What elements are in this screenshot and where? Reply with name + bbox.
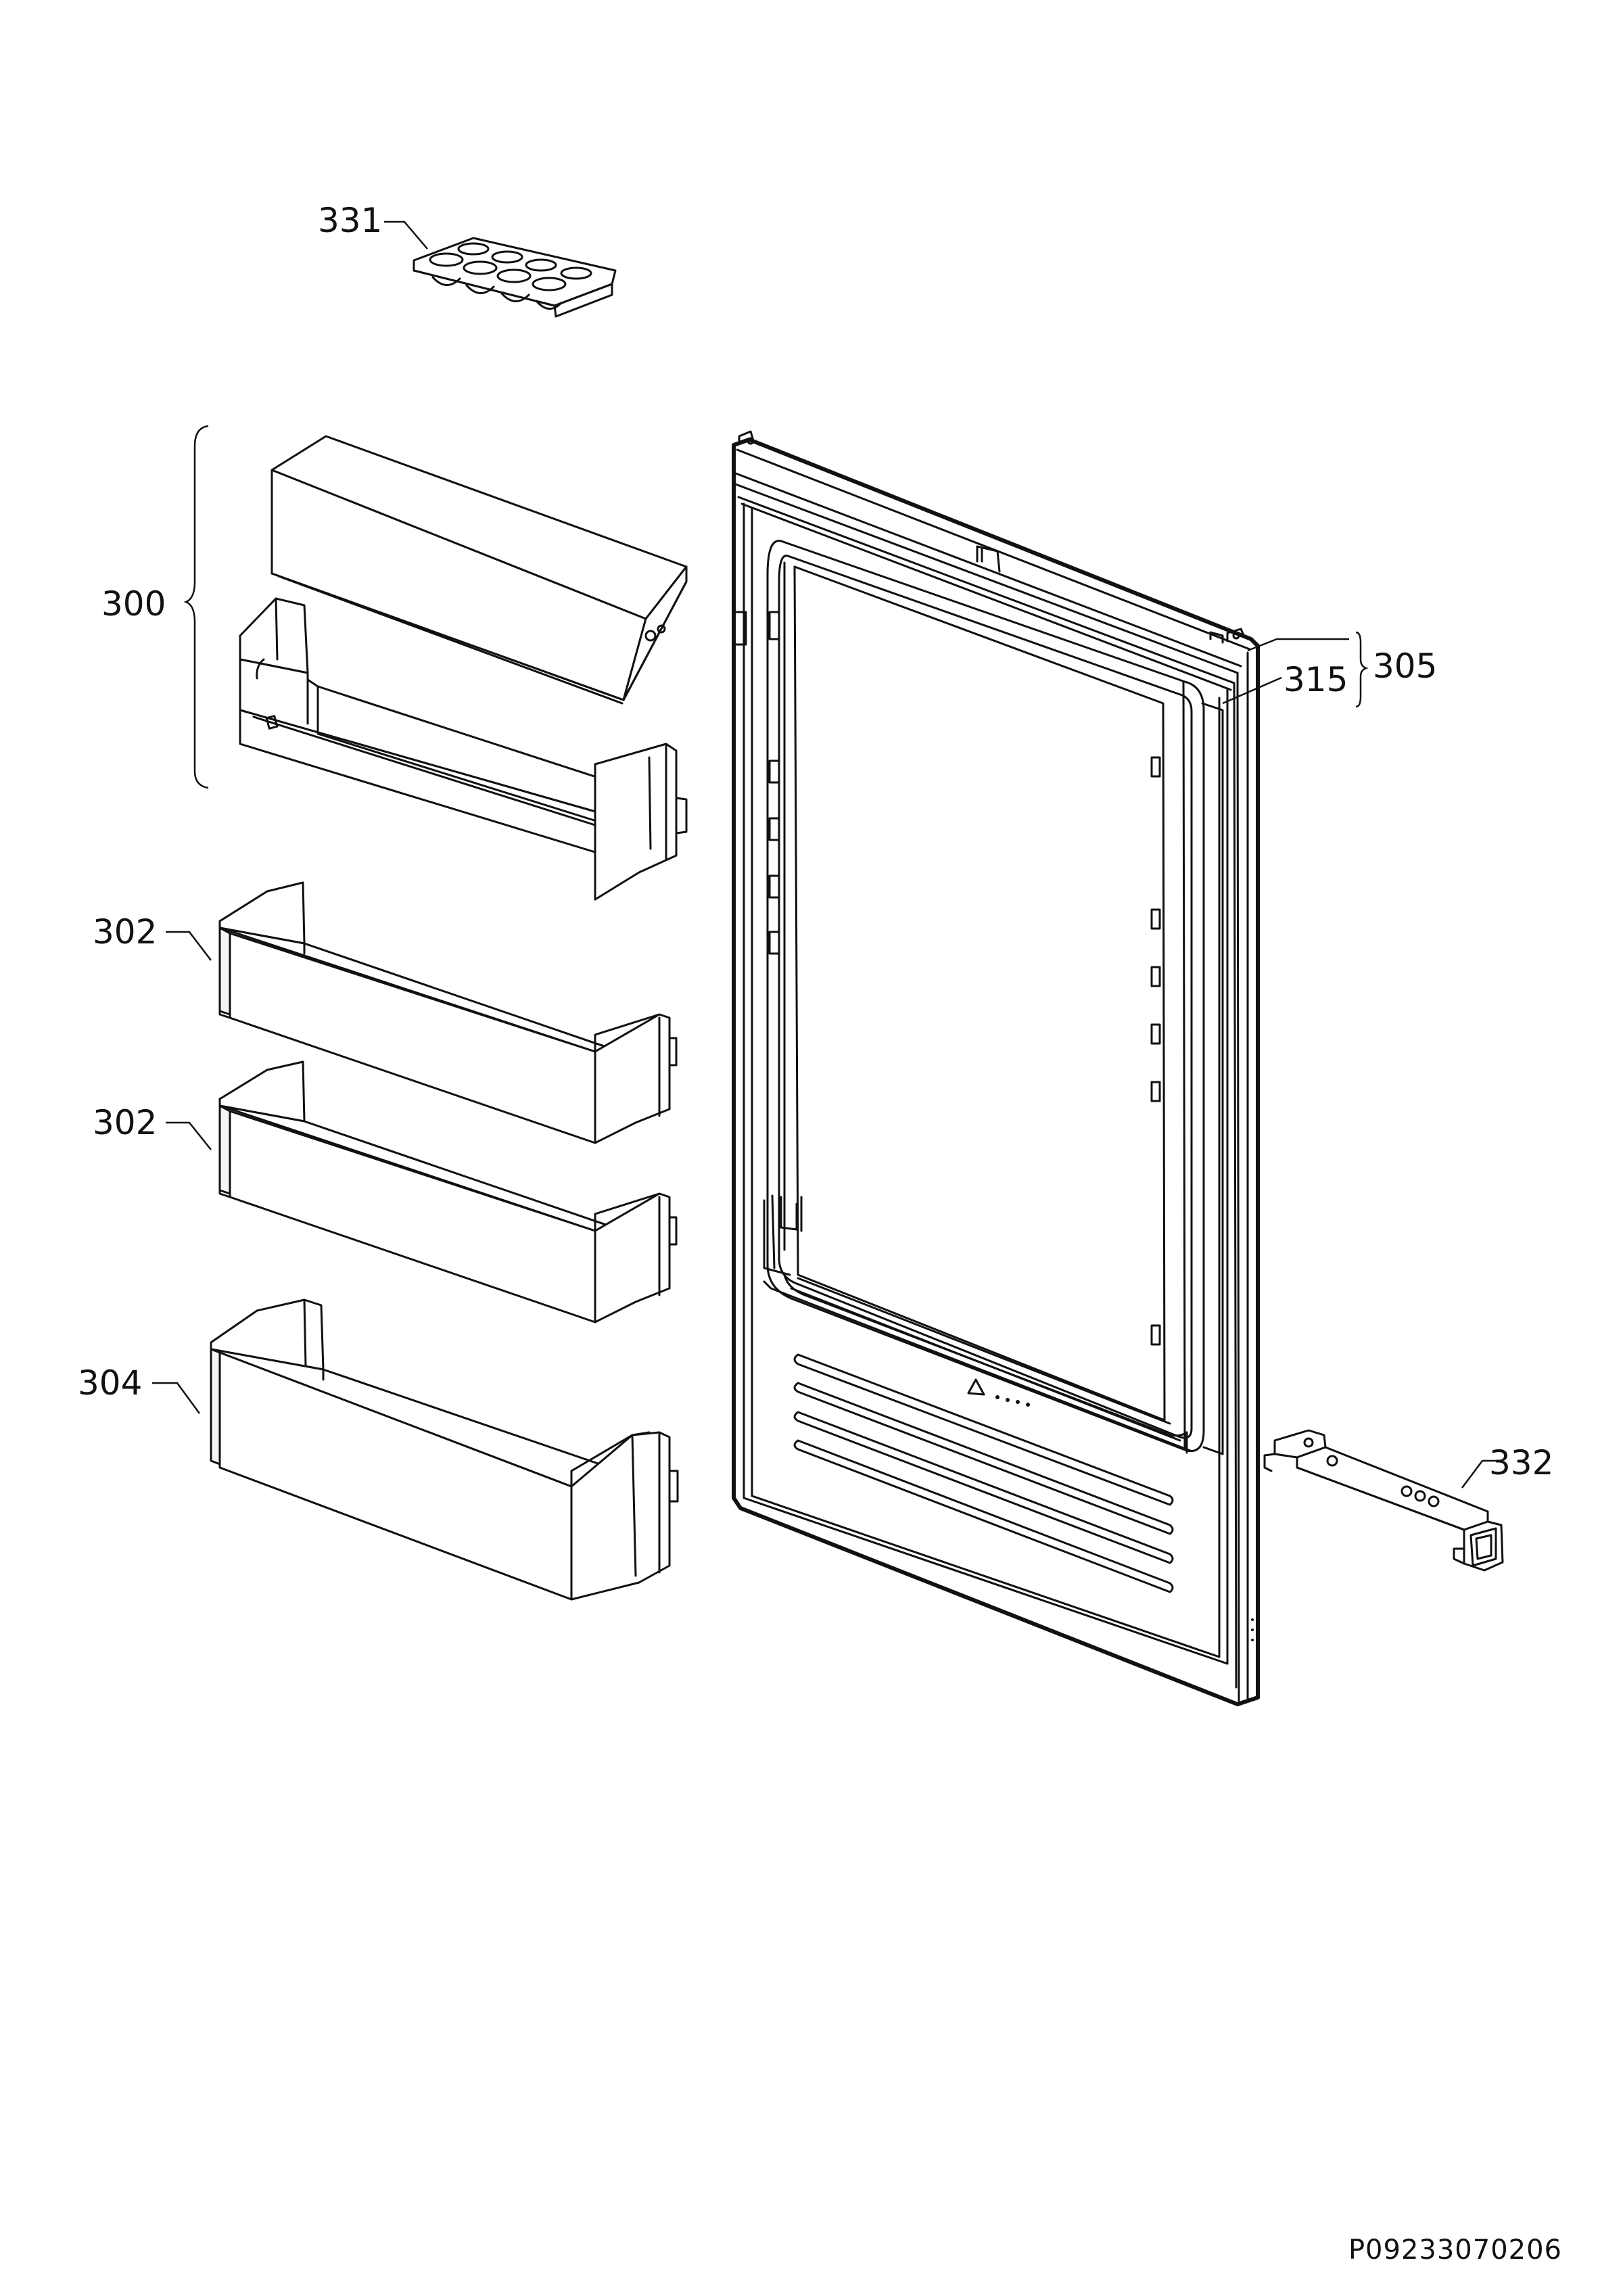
label-300: 300: [101, 584, 166, 624]
part-305-door-assembly: [732, 430, 1260, 1706]
label-332: 332: [1489, 1443, 1553, 1482]
leader-302-lower: [166, 1121, 212, 1150]
label-305: 305: [1373, 647, 1437, 686]
leader-302-upper: [166, 931, 212, 961]
leader-304: [152, 1382, 201, 1414]
leader-315: [1222, 676, 1282, 705]
label-304: 304: [78, 1363, 142, 1403]
part-302-door-shelf-lower: [218, 1060, 678, 1323]
leader-305: [1247, 638, 1349, 652]
label-315: 315: [1284, 660, 1348, 699]
label-302-upper: 302: [93, 912, 157, 952]
part-302-door-shelf-upper: [218, 881, 678, 1144]
brace-300: [183, 425, 209, 789]
part-300-covered-shelf: [239, 435, 688, 901]
brace-305: [1355, 631, 1369, 708]
leader-332: [1461, 1459, 1503, 1489]
part-332-hinge: [1263, 1429, 1504, 1572]
part-331-egg-tray: [413, 237, 617, 318]
drawing-code: P09233070206: [1348, 2234, 1562, 2266]
leader-331: [384, 220, 428, 250]
label-302-lower: 302: [93, 1103, 157, 1142]
label-331: 331: [318, 201, 382, 240]
part-304-bottle-shelf: [210, 1298, 679, 1601]
